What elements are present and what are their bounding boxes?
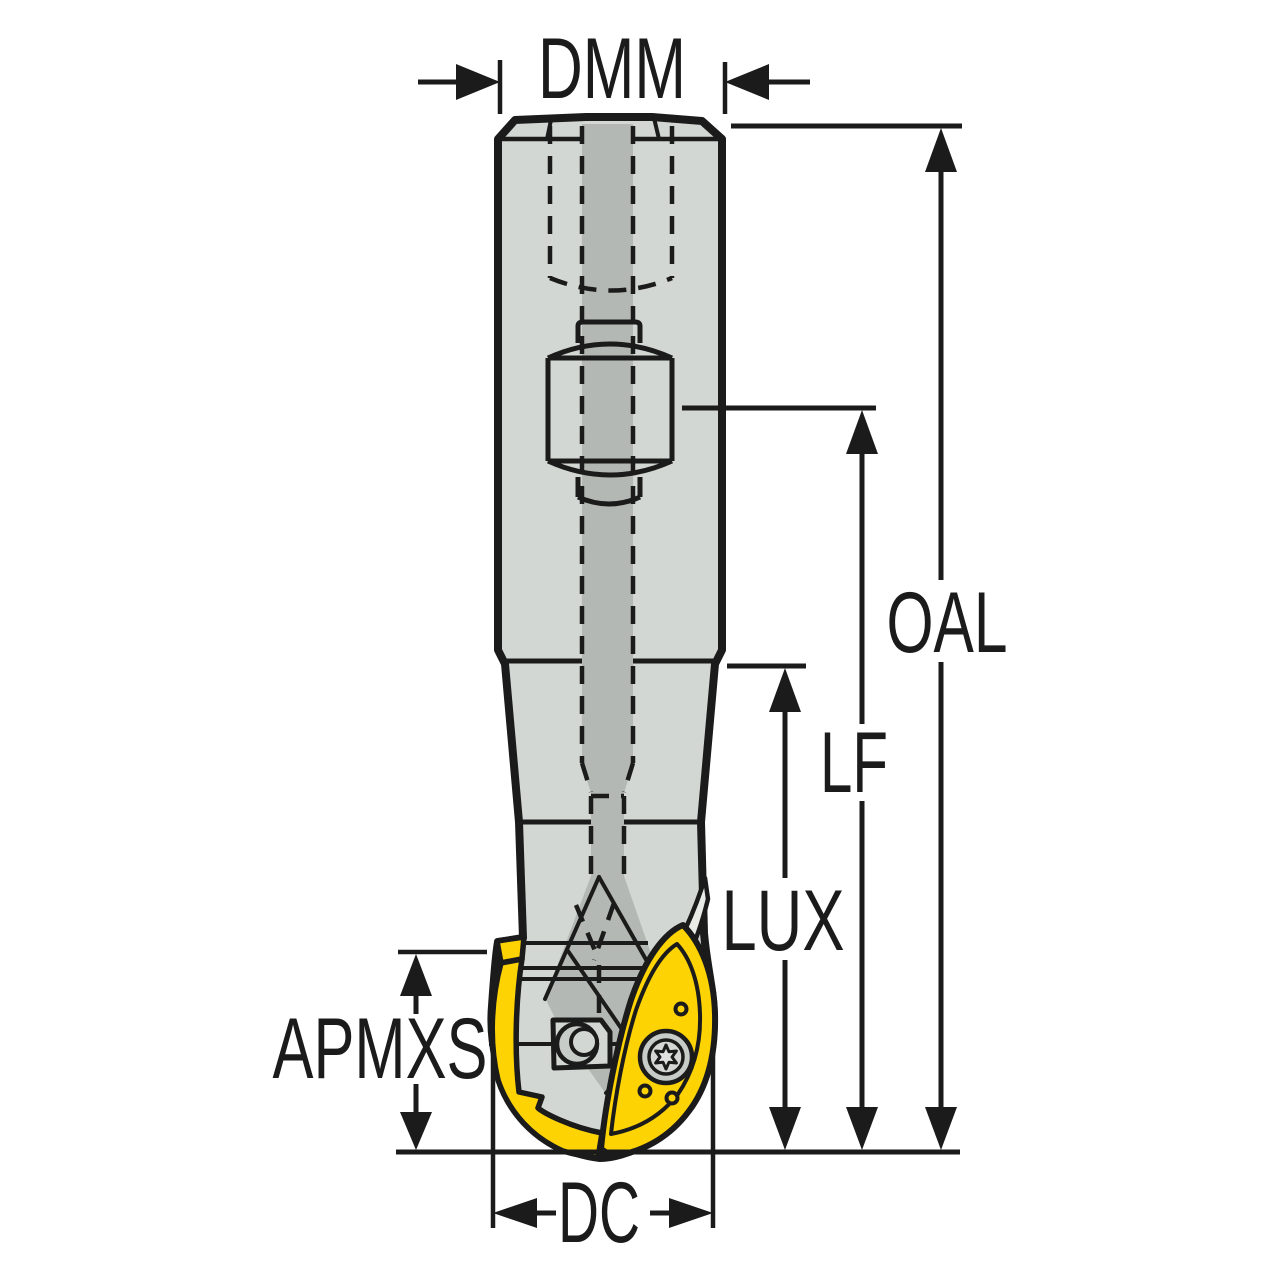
arrow-right-icon	[456, 64, 500, 100]
dim-apmxs	[398, 949, 487, 1150]
shank-facet-right	[652, 117, 661, 140]
dim-dc	[490, 1046, 716, 1228]
internal-screw	[545, 319, 675, 507]
dim-dmm	[418, 60, 810, 114]
arrow-down-icon	[769, 1107, 801, 1150]
clamp-screw	[489, 1017, 626, 1071]
arrow-down-icon	[400, 1112, 432, 1150]
oal-label: OAL	[887, 575, 1008, 671]
arrow-down-icon	[846, 1107, 878, 1150]
insert-left	[489, 934, 605, 1161]
apmxs-label: APMXS	[273, 1001, 488, 1097]
dc-label: DC	[558, 1165, 640, 1261]
arrow-down-icon	[925, 1107, 957, 1150]
lux-label: LUX	[722, 873, 845, 969]
arrow-up-icon	[400, 954, 432, 996]
arrow-left-icon	[493, 1198, 537, 1228]
insert-right-inner-line	[609, 942, 703, 1136]
arrow-up-icon	[846, 410, 878, 454]
arrow-left-icon	[725, 64, 769, 100]
dim-oal	[731, 123, 962, 1150]
dmm-label: DMM	[538, 21, 686, 117]
arrow-right-icon	[669, 1198, 713, 1228]
torx-screw-icon	[637, 1028, 695, 1086]
lf-label: LF	[820, 715, 888, 811]
dim-lux	[727, 663, 806, 1150]
insert-dot	[673, 1001, 689, 1017]
hidden-bore-dashed-lines	[547, 126, 675, 1015]
insert-right	[598, 922, 719, 1159]
insert-dot	[637, 1083, 653, 1099]
dim-lf	[682, 405, 878, 1150]
arrow-up-icon	[925, 128, 957, 172]
arrow-up-icon	[769, 668, 801, 712]
insert-dot	[664, 1090, 680, 1106]
insert-left-band	[489, 956, 605, 1161]
